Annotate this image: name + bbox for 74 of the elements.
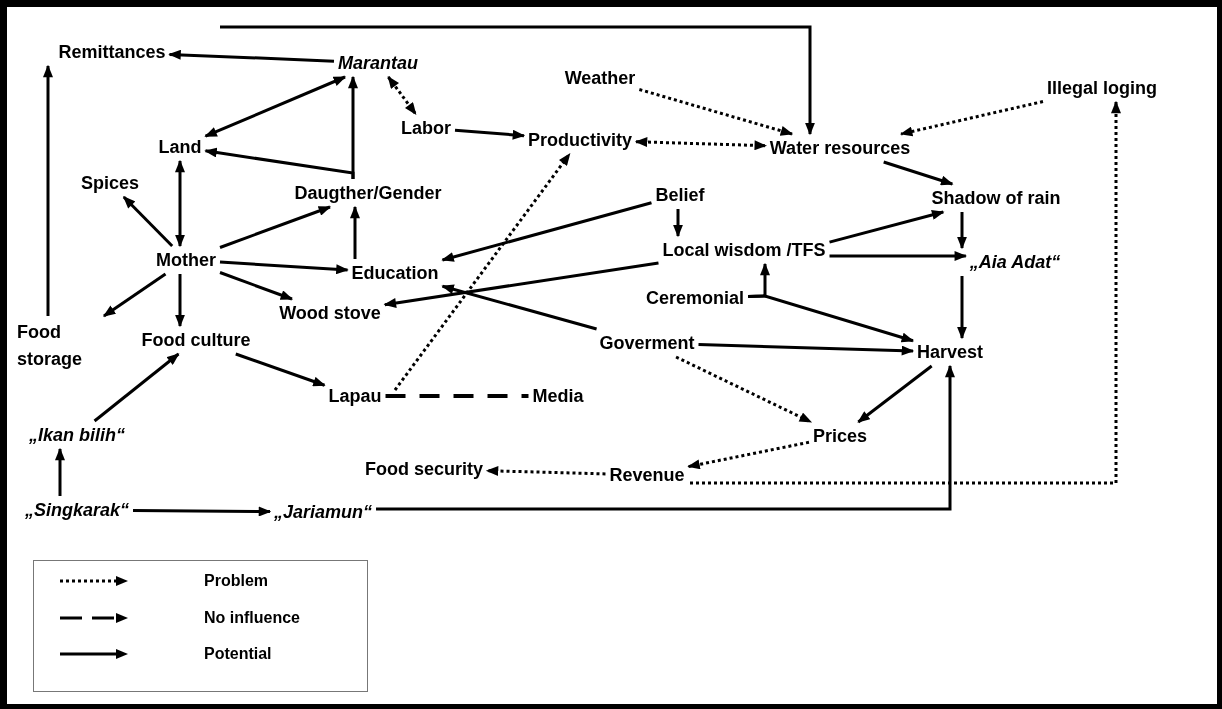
concept-label: Wood stove: [279, 302, 381, 324]
concept-label: Lapau: [328, 385, 382, 407]
concept-label: Illegal loging: [1047, 77, 1157, 99]
arrow: [43, 64, 53, 316]
arrow: [102, 272, 167, 318]
arrow: [376, 364, 955, 511]
arrow: [350, 205, 360, 259]
concept-label: Marantau: [338, 52, 418, 74]
concept-label: Food security: [365, 458, 483, 480]
arrow: [634, 137, 768, 151]
concept-label: „Ikan bilih“: [29, 424, 125, 446]
concept-label: Weather: [564, 67, 636, 89]
arrow: [957, 212, 967, 250]
concept-label: Daugther/Gender: [294, 182, 442, 204]
arrow: [441, 201, 652, 262]
legend-text: No influence: [204, 609, 300, 627]
arrow: [454, 128, 526, 140]
legend-text: Potential: [204, 645, 272, 663]
concept-label: Goverment: [599, 332, 695, 354]
arrow: [219, 260, 349, 275]
arrow: [675, 355, 813, 424]
connector-line: [385, 394, 529, 398]
concept-label: Mother: [156, 249, 216, 271]
arrow: [93, 352, 180, 423]
concept-label: Water resources: [769, 137, 911, 159]
arrow: [673, 209, 683, 238]
concept-label: „Aia Adat“: [969, 251, 1061, 273]
arrow: [175, 159, 185, 248]
concept-label: Productivity: [528, 129, 632, 151]
concept-label: Land: [158, 136, 202, 158]
concept-label: Local wisdom /TFS: [662, 239, 826, 261]
arrow: [747, 294, 915, 343]
legend-text: Problem: [204, 572, 268, 590]
concept-label: Food storage: [17, 319, 103, 373]
arrow: [638, 88, 794, 136]
concept-label: „Singkarak“: [25, 499, 129, 521]
arrow: [829, 251, 968, 261]
concept-label: Education: [351, 262, 439, 284]
arrow: [441, 284, 597, 331]
arrow: [883, 160, 954, 186]
arrow: [122, 195, 174, 248]
concept-label: Belief: [655, 184, 705, 206]
arrow: [698, 343, 915, 356]
concept-label: Labor: [401, 117, 451, 139]
concept-label: Ceremonial: [646, 287, 744, 309]
arrow: [348, 75, 358, 179]
arrow: [829, 210, 945, 244]
concept-label: „Jariamun“: [274, 501, 372, 523]
arrow: [175, 274, 185, 328]
concept-label: Shadow of rain: [931, 187, 1061, 209]
arrow: [133, 506, 272, 517]
arrow: [168, 49, 335, 63]
concept-label: Prices: [813, 425, 867, 447]
concept-label: Revenue: [609, 464, 685, 486]
arrow: [899, 100, 1044, 137]
concept-label: Media: [532, 385, 584, 407]
arrow: [55, 447, 65, 496]
arrow: [690, 100, 1121, 485]
arrow: [220, 25, 815, 136]
concept-label: Harvest: [917, 341, 983, 363]
concept-label: Spices: [81, 172, 139, 194]
arrow: [687, 440, 810, 470]
arrow: [485, 466, 606, 476]
arrow: [387, 76, 417, 115]
arrow: [383, 261, 659, 308]
concept-label: Remittances: [58, 41, 166, 63]
arrow: [204, 75, 347, 138]
concept-label: Food culture: [141, 329, 251, 351]
arrow: [393, 153, 571, 391]
arrow: [235, 352, 326, 387]
arrow: [857, 364, 933, 424]
arrow: [957, 276, 967, 340]
arrow: [219, 205, 332, 249]
arrow: [219, 271, 294, 301]
